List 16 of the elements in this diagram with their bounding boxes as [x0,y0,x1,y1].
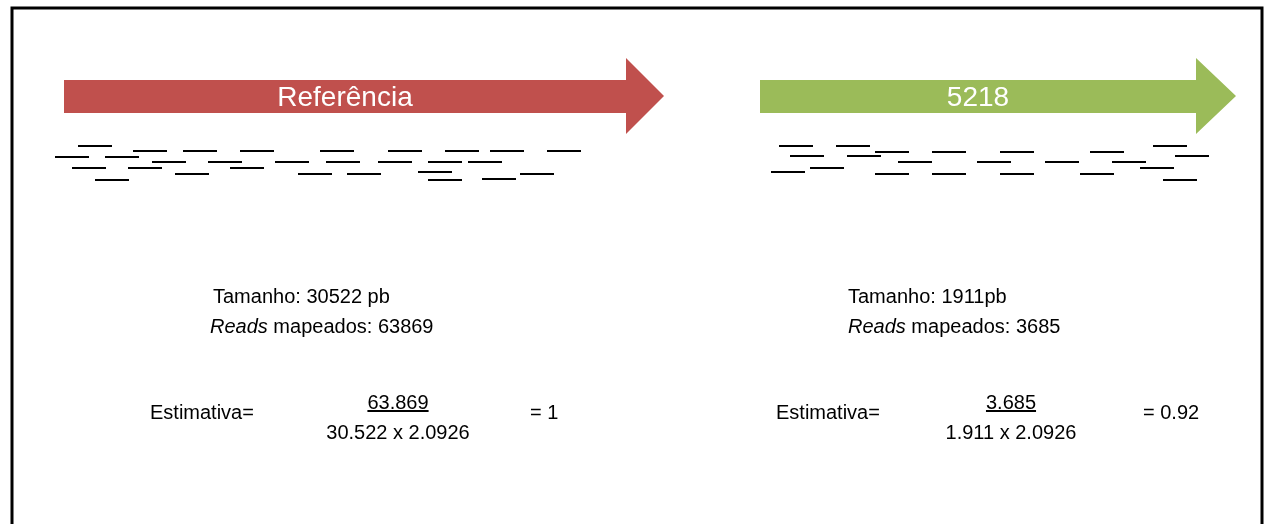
arrow-shape [64,58,664,134]
mapped-reads-text: Reads mapeados: 3685 [848,314,1061,338]
numerator: 3.685 [985,390,1037,414]
result-value: = 1 [530,400,559,424]
arrow-label: 5218 [945,80,1011,113]
numerator: 63.869 [367,390,429,414]
denominator: 30.522 x 2.0926 [326,420,470,444]
arrow-label: Referência [276,80,414,113]
mapped-reads-text: Reads mapeados: 63869 [210,314,434,338]
arrow-shape [760,58,1236,134]
estimate-label: Estimativa= [776,400,880,424]
size-text: Tamanho: 30522 pb [213,284,390,308]
estimate-label: Estimativa= [150,400,254,424]
denominator: 1.911 x 2.0926 [945,420,1077,444]
size-text: Tamanho: 1911pb [848,284,1007,308]
result-value: = 0.92 [1143,400,1200,424]
